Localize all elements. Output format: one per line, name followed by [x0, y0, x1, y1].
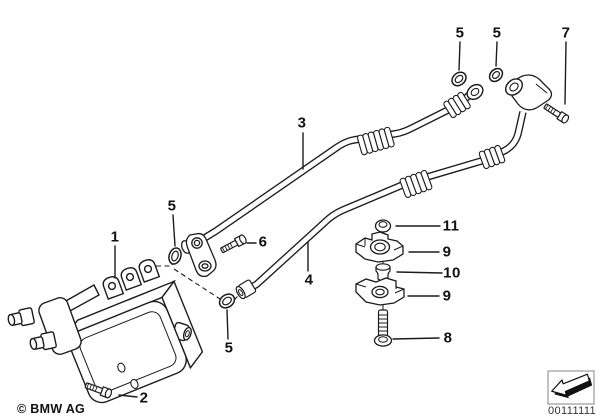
bolt-6 — [220, 234, 247, 254]
callout-9a[interactable]: 9 — [442, 243, 452, 261]
pipe-flange-fitting — [180, 232, 217, 278]
cap-nut — [374, 219, 392, 233]
image-number: 00111111 — [548, 405, 597, 417]
callout-5b[interactable]: 5 — [224, 339, 234, 357]
callout-5d[interactable]: 5 — [492, 24, 502, 42]
pipe-clip-lower — [355, 277, 405, 306]
callout-6[interactable]: 6 — [258, 233, 268, 251]
callout-11[interactable]: 11 — [442, 217, 460, 235]
callout-8[interactable]: 8 — [443, 329, 453, 347]
callout-10[interactable]: 10 — [443, 264, 461, 282]
pipe-clip-upper — [355, 231, 404, 263]
callout-7[interactable]: 7 — [561, 24, 571, 42]
callout-1[interactable]: 1 — [110, 228, 120, 246]
o-ring-top-right — [488, 67, 504, 83]
copyright-text: © BMW AG — [17, 402, 86, 416]
pipe-outlet-port — [466, 83, 484, 101]
callout-5c[interactable]: 5 — [455, 24, 465, 42]
callout-2[interactable]: 2 — [139, 389, 149, 407]
bolt-7 — [543, 103, 570, 124]
pipe-inlet-fitting — [505, 74, 553, 111]
grommet — [375, 263, 391, 282]
leader-lines — [114, 41, 567, 398]
oil-cooler — [7, 259, 204, 404]
oil-pipe-outlet — [196, 92, 472, 246]
callout-5a[interactable]: 5 — [167, 197, 177, 215]
pipe-clip-stack — [355, 219, 405, 347]
pipe-inlet-collar — [235, 279, 257, 300]
o-ring-cooler-lower — [218, 293, 236, 309]
screw-8 — [373, 309, 393, 347]
o-ring-top-left — [451, 71, 467, 87]
callout-3[interactable]: 3 — [297, 114, 307, 132]
o-ring-cooler-upper — [168, 247, 182, 265]
callout-4[interactable]: 4 — [304, 271, 314, 289]
bellows-sections — [356, 91, 506, 199]
bolt-2 — [84, 382, 113, 399]
o-ring-seals — [168, 67, 504, 309]
callout-9b[interactable]: 9 — [442, 287, 452, 305]
direction-arrow-icon — [547, 370, 595, 405]
